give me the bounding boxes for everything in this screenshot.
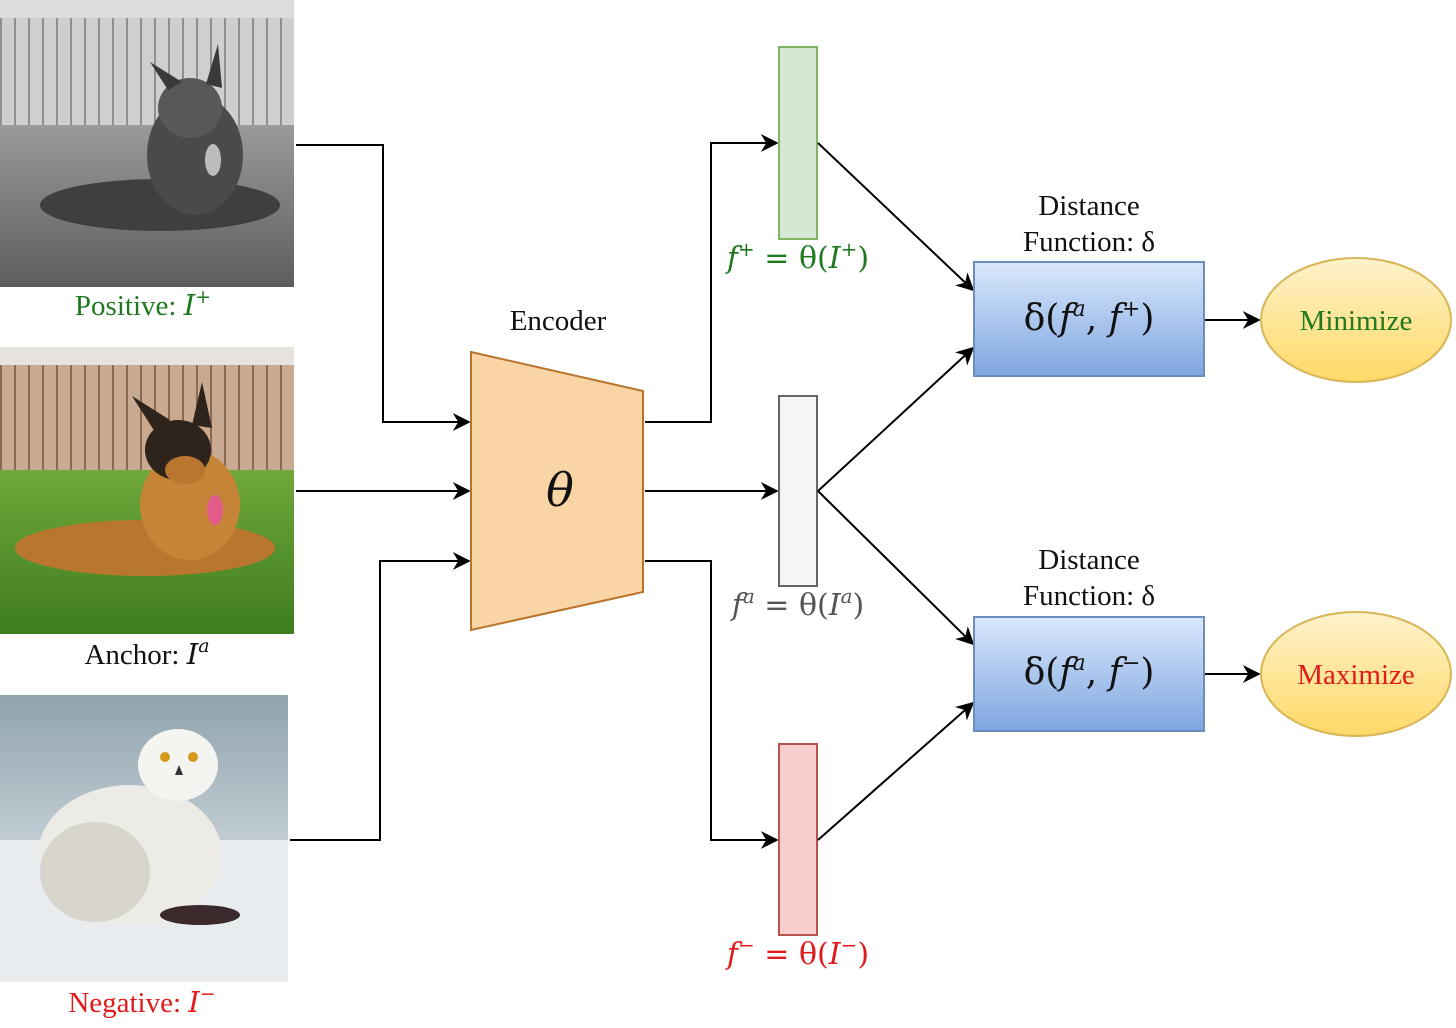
encoder-to-positive-feature-arrow [645,143,777,422]
negative-to-distance-arrow [818,703,973,840]
negative-image [0,695,288,982]
top-distance-title-line2: Function: δ [1023,226,1155,258]
anchor-image [0,347,294,634]
encoder-title: Encoder [510,305,607,337]
anchor-feature-vector [779,396,817,586]
anchor-to-top-distance-arrow [818,348,973,491]
minimize-label: Minimize [1300,305,1413,337]
positive-image-label: Positive: I+ [75,286,211,322]
anchor-feature-label: fa = θ(Ia) [730,584,865,623]
bottom-distance-title-line1: Distance [1038,544,1139,576]
positive-to-encoder-arrow [296,145,469,422]
positive-feature-label: f+ = θ(I+) [725,237,869,276]
encoder-symbol: θ [546,463,574,517]
positive-to-distance-arrow [818,143,973,290]
bottom-distance-title-line2: Function: δ [1023,580,1155,612]
negative-image-label: Negative: I− [68,983,215,1019]
top-distance-title-line1: Distance [1038,190,1139,222]
negative-to-encoder-arrow [290,561,469,840]
positive-feature-vector [779,47,817,239]
anchor-image-label: Anchor: Ia [84,635,209,671]
negative-feature-vector [779,744,817,935]
positive-image [0,0,294,287]
anchor-to-bottom-distance-arrow [818,491,973,644]
maximize-label: Maximize [1297,659,1415,691]
negative-feature-label: f− = θ(I−) [725,933,869,972]
